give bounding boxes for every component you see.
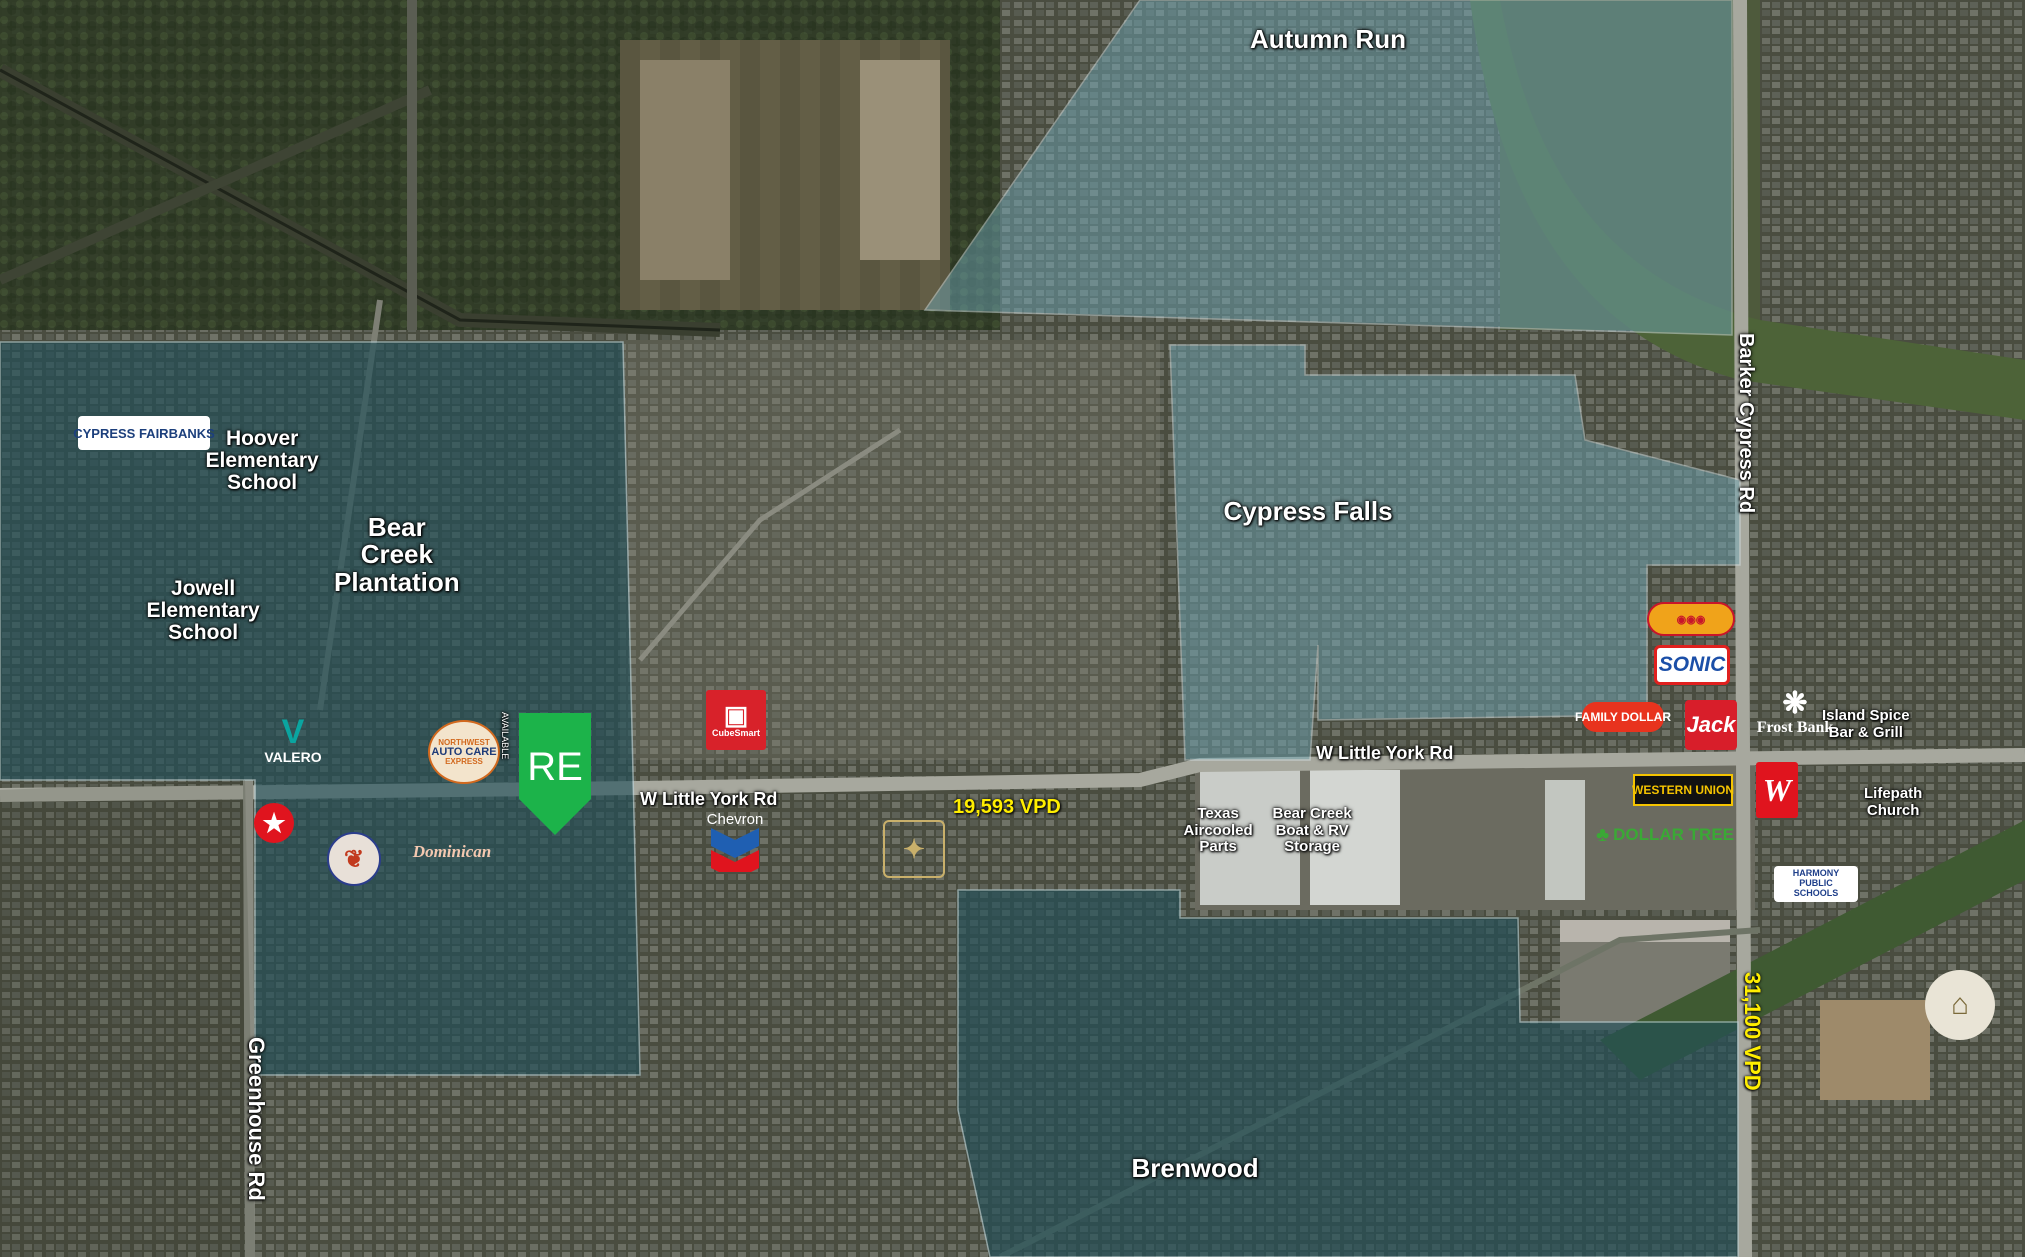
cypress-fairbanks-logo: CYPRESS FAIRBANKS (73, 416, 215, 450)
traffic-count-little-york: 19,593 VPD (953, 796, 1061, 818)
rooster-icon: ❦ (343, 845, 365, 873)
whataburger-style-logo: ◉◉◉ (1647, 602, 1735, 636)
snowflake-icon: ❋ (1782, 687, 1808, 720)
cypress-falls-label: Cypress Falls (1223, 496, 1393, 526)
jowell-elementary-label: Jowell Elementary School (146, 577, 260, 645)
barker-cypress-label: Barker Cypress Rd (1735, 333, 1757, 514)
cube-icon: ▣ (723, 700, 749, 730)
barker-cypress-road (1733, 0, 1752, 1257)
bear-creek-area (0, 341, 641, 1076)
dollar-tree-logo: ♣ DOLLAR TREE (1595, 823, 1734, 846)
cubesmart-logo: ▣ CubeSmart (706, 690, 766, 750)
valero-logo: V VALERO (264, 713, 322, 765)
traffic-count-barker-cypress: 31,100 VPD (1740, 972, 1765, 1091)
dominican-beauty-logo: Dominican (412, 842, 492, 861)
brenwood-label: Brenwood (1131, 1153, 1259, 1183)
cypress-falls-area (1169, 344, 1741, 761)
chevron-logo: Chevron (705, 808, 765, 874)
bear-creek-plantation-label: Bear Creek Plantation (334, 512, 460, 597)
greenhouse-road (243, 779, 255, 1257)
w-little-york-label-right: W Little York Rd (1316, 743, 1454, 763)
western-union-logo: WESTERN UNION (1632, 774, 1734, 806)
harmony-public-schools-logo: HARMONY PUBLIC SCHOOLS (1774, 866, 1858, 902)
star-icon: ★ (262, 807, 286, 838)
walgreens-logo: W (1756, 762, 1798, 818)
subject-property-marker[interactable] (519, 713, 591, 835)
autumn-run-label: Autumn Run (1250, 24, 1406, 54)
valero-icon: V (281, 713, 305, 751)
walgreens-w-icon: W (1762, 771, 1792, 808)
frost-bank-logo: ❋ Frost Bank (1756, 687, 1834, 737)
w-little-york-label-left: W Little York Rd (640, 789, 778, 809)
sonic-logo: SONIC (1654, 645, 1730, 685)
brenwood-area (957, 889, 1739, 1257)
mosque-logo: ⌂ (1925, 970, 1995, 1040)
lifepath-church-label: Lifepath Church (1864, 785, 1923, 819)
subject-vertical-text: AVAILABLE (500, 712, 510, 760)
tree-icon: ♣ (1595, 823, 1610, 846)
restaurant-badge-icon: ◉◉◉ (1676, 613, 1706, 626)
subject-property-label: RE (527, 745, 583, 789)
hoover-elementary-label: Hoover Elementary School (205, 427, 319, 495)
bear-creek-storage-label: Bear Creek Boat & RV Storage (1272, 805, 1352, 855)
family-dollar-logo: FAMILY DOLLAR (1575, 702, 1671, 732)
island-spice-label: Island Spice Bar & Grill (1822, 707, 1910, 741)
autumn-run-area (923, 0, 1733, 336)
northwest-auto-care-logo: NORTHWEST AUTO CARE EXPRESS (428, 720, 500, 784)
dome-icon: ⌂ (1950, 988, 1970, 1021)
rooster-restaurant-logo: ❦ (327, 832, 381, 886)
jack-in-the-box-logo: Jack (1685, 700, 1737, 750)
greenhouse-label: Greenhouse Rd (244, 1037, 269, 1201)
texas-star-icon: ✦ (903, 833, 925, 864)
chevron-icon (711, 827, 759, 872)
texas-badge-logo: ✦ (883, 820, 945, 878)
texaco-logo: ★ (254, 803, 294, 843)
texas-aircooled-label: Texas Aircooled Parts (1183, 805, 1253, 855)
